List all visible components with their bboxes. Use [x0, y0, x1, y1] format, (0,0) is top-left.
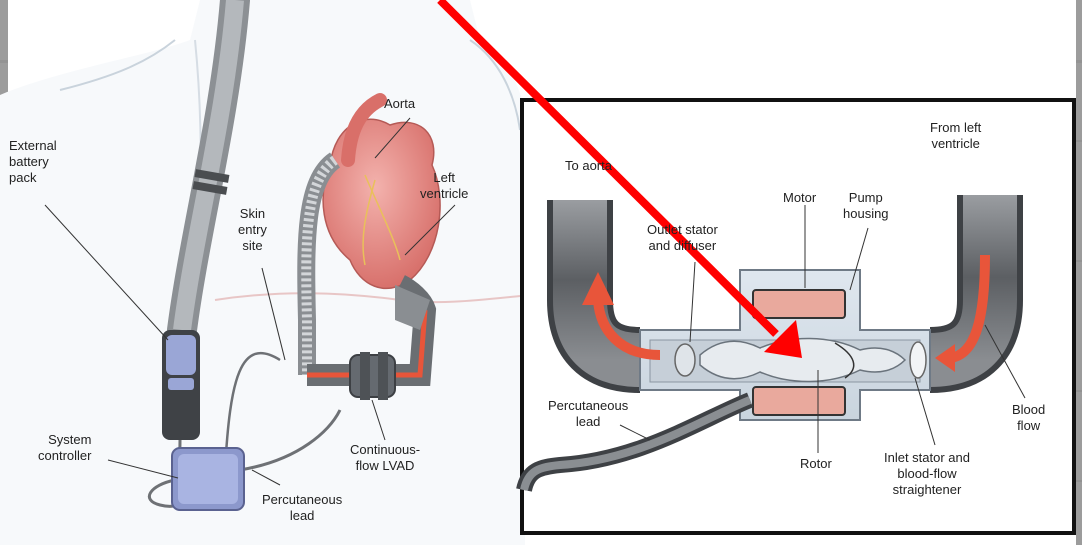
label-percutaneous-lead-left: Percutaneous lead: [262, 492, 342, 524]
label-motor: Motor: [783, 190, 816, 206]
label-from-left-ventricle: From left ventricle: [930, 120, 981, 152]
label-inlet-stator: Inlet stator and blood-flow straightener: [884, 450, 970, 498]
label-external-battery-pack: External battery pack: [9, 138, 57, 186]
outlet-stator: [675, 344, 695, 376]
motor-top: [753, 290, 845, 318]
external-battery-pack: [162, 330, 200, 440]
label-aorta: Aorta: [384, 96, 415, 112]
label-skin-entry-site: Skin entry site: [238, 206, 267, 254]
inlet-stator: [910, 342, 926, 378]
label-pump-housing: Pump housing: [843, 190, 889, 222]
label-continuous-flow-lvad: Continuous- flow LVAD: [350, 442, 420, 474]
label-blood-flow: Blood flow: [1012, 402, 1045, 434]
label-percutaneous-lead-right: Percutaneous lead: [548, 398, 628, 430]
label-left-ventricle: Left ventricle: [420, 170, 468, 202]
label-outlet-stator: Outlet stator and diffuser: [647, 222, 718, 254]
label-to-aorta: To aorta: [565, 158, 612, 174]
label-rotor: Rotor: [800, 456, 832, 472]
motor-bottom: [753, 387, 845, 415]
label-system-controller: System controller: [38, 432, 91, 464]
